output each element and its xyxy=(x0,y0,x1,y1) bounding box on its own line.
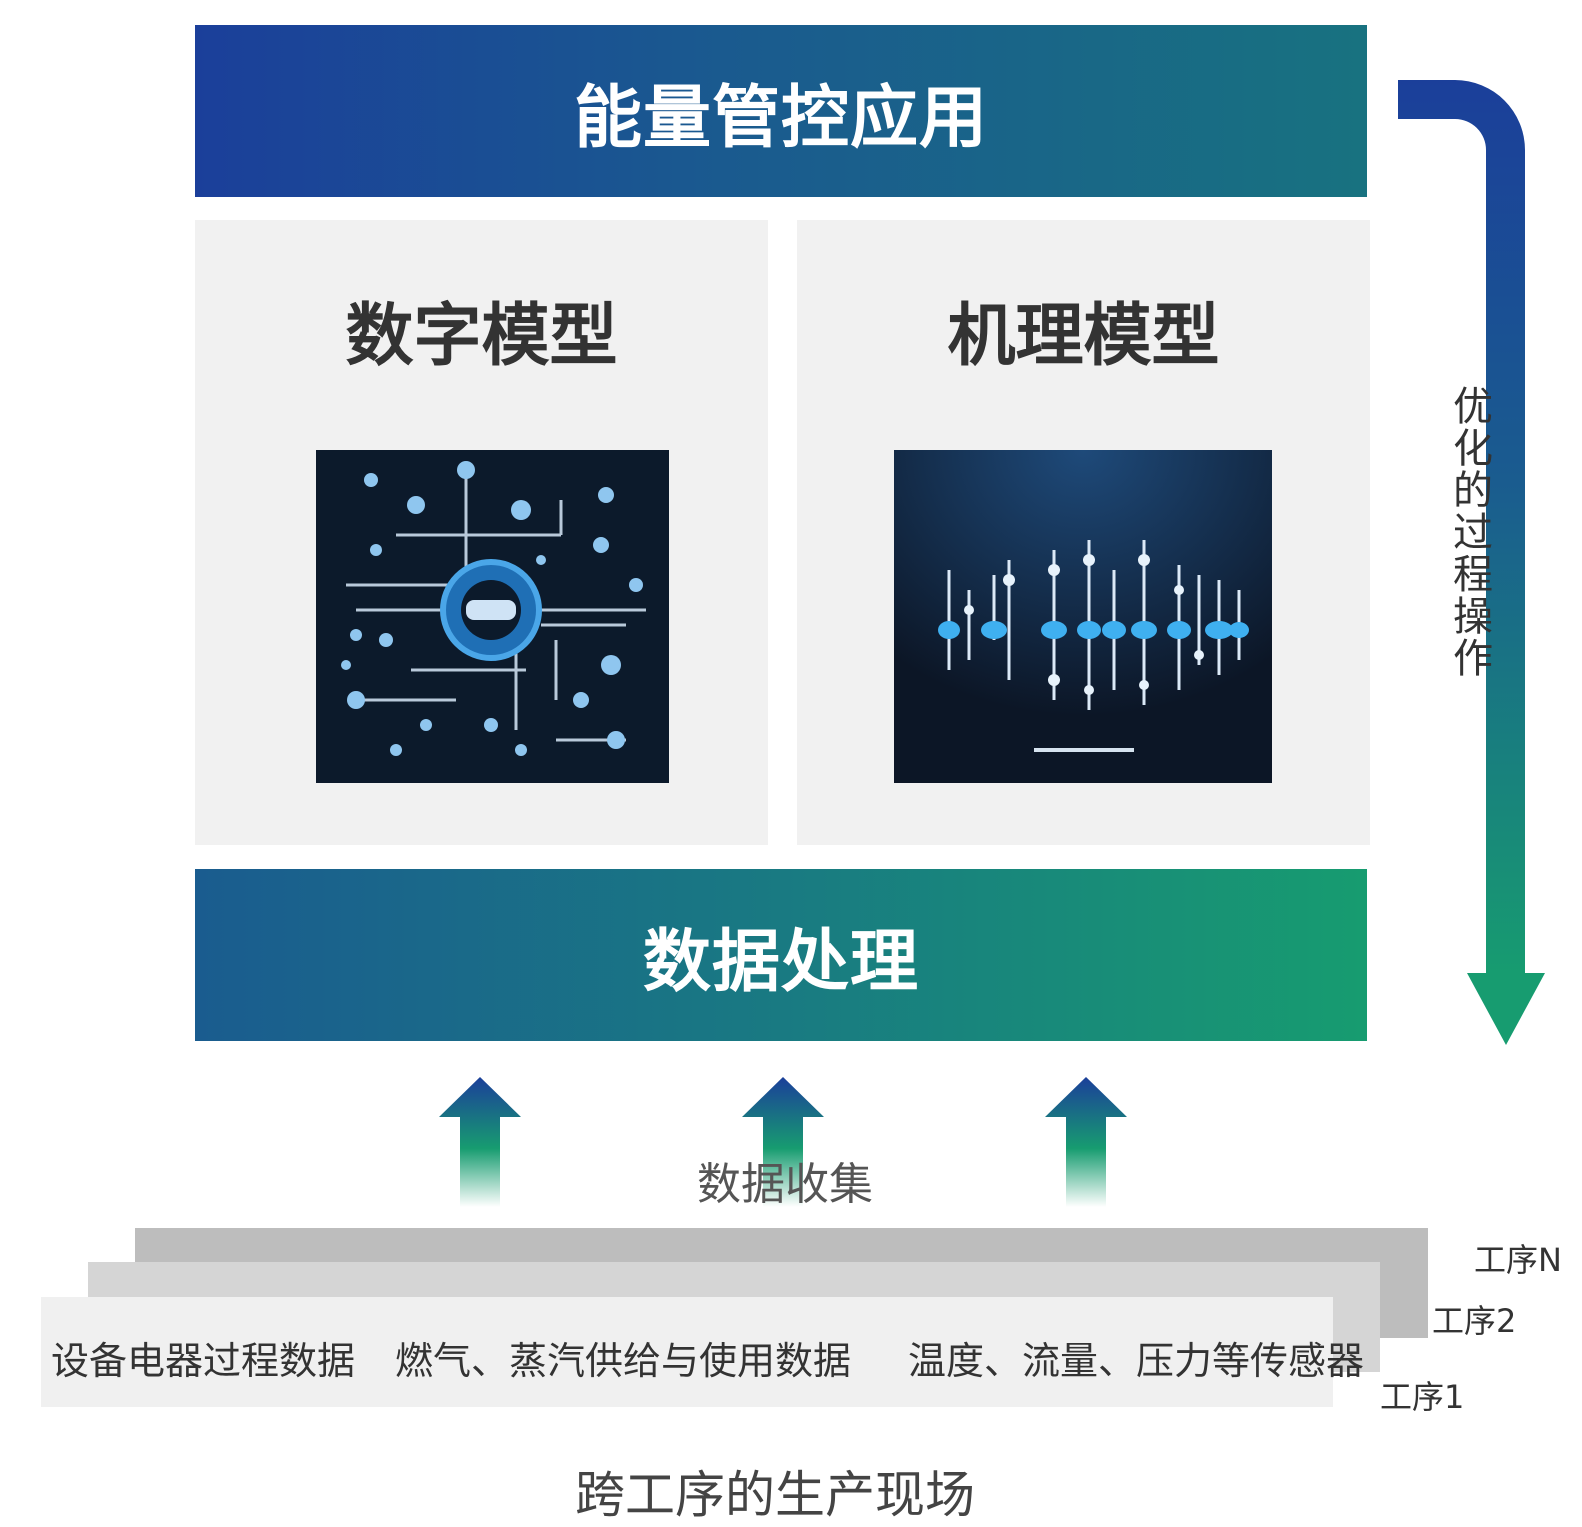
mechanism-model-title: 机理模型 xyxy=(947,297,1220,376)
process-1-label: 工序1 xyxy=(1380,1378,1465,1416)
energy-management-bar: 能量管控应用 xyxy=(195,25,1367,197)
gas-steam-data-text: 燃气、蒸汽供给与使用数据 xyxy=(395,1339,852,1383)
process-layer-1 xyxy=(41,1297,1333,1407)
equipment-data-text: 设备电器过程数据 xyxy=(51,1339,356,1383)
mechanism-model-image xyxy=(894,450,1272,783)
process-n-label: 工序N xyxy=(1474,1241,1562,1279)
data-collection-label: 数据收集 xyxy=(697,1159,873,1210)
digital-model-panel: 数字模型 xyxy=(195,220,768,845)
mechanism-model-panel: 机理模型 xyxy=(797,220,1370,845)
data-processing-title: 数据处理 xyxy=(642,922,919,1002)
digital-model-image xyxy=(316,450,669,783)
optimized-operation-label: 优化的过程操作 xyxy=(1446,385,1492,679)
data-processing-bar: 数据处理 xyxy=(195,869,1367,1041)
collection-arrow-right xyxy=(1045,1077,1127,1207)
sensor-data-text: 温度、流量、压力等传感器 xyxy=(908,1339,1365,1383)
optimization-loop-arrow xyxy=(1398,80,1545,1045)
collection-arrow-left xyxy=(439,1077,521,1207)
production-scene-label: 跨工序的生产现场 xyxy=(575,1466,975,1524)
process-2-label: 工序2 xyxy=(1432,1302,1517,1340)
digital-model-title: 数字模型 xyxy=(345,297,618,376)
energy-management-title: 能量管控应用 xyxy=(573,78,988,158)
collection-arrow-center xyxy=(742,1077,824,1207)
